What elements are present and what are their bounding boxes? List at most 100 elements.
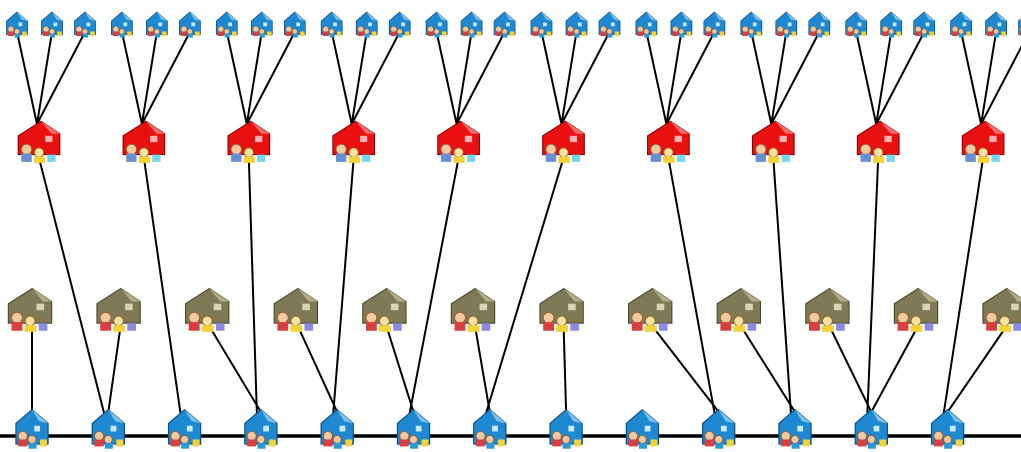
hub-backbone-link (667, 157, 716, 415)
leaf-hub-link (245, 31, 263, 125)
leaf-hub-link (245, 31, 296, 125)
leaf-house-icon (985, 11, 1007, 38)
leaf-hub-link (540, 31, 563, 125)
leaf-hub-link (750, 31, 773, 125)
aux-house-icon (96, 287, 141, 333)
backbone-house-icon (91, 409, 125, 450)
aux-house-icon (893, 287, 939, 333)
leaf-house-icon (179, 11, 201, 38)
leaf-house-icon (355, 11, 378, 38)
leaf-house-icon (111, 11, 133, 38)
backbone-house-icon (778, 409, 812, 450)
aux-house-icon (362, 287, 407, 333)
aux-house-icon (450, 287, 496, 333)
hub-house-icon (751, 120, 795, 164)
backbone-house-icon (244, 409, 278, 450)
hub-house-icon (332, 120, 376, 164)
backbone-house-icon (167, 409, 202, 450)
hub-house-icon (227, 120, 271, 164)
hub-backbone-link (142, 157, 182, 415)
leaf-hub-link (350, 31, 368, 125)
aux-backbone-link (870, 325, 919, 413)
hub-backbone-link (408, 157, 460, 415)
hub-backbone-link (942, 157, 985, 415)
leaf-house-icon (320, 11, 343, 38)
aux-backbone-link (651, 325, 720, 413)
leaf-house-icon (880, 11, 903, 38)
hub-backbone-link (332, 157, 355, 415)
leaf-house-icon (598, 11, 621, 38)
hub-house-icon (856, 120, 900, 164)
leaf-house-icon (775, 11, 798, 38)
hub-backbone-link (866, 157, 880, 415)
leaf-house-icon (493, 11, 516, 38)
links-layer (0, 31, 1021, 438)
leaf-house-icon (146, 11, 168, 38)
leaf-hub-link (141, 31, 191, 125)
hub-backbone-link (484, 157, 565, 415)
leaf-house-icon (808, 11, 831, 38)
leaf-house-icon (913, 11, 936, 38)
aux-house-icon (805, 287, 850, 333)
hub-backbone-link (772, 157, 792, 415)
leaf-house-icon (703, 11, 726, 38)
leaf-hub-link (225, 31, 248, 125)
backbone-house-icon (473, 409, 507, 450)
leaf-house-icon (41, 11, 63, 38)
leaf-hub-link (645, 31, 668, 125)
leaf-hub-link (560, 31, 611, 125)
leaf-hub-link (455, 31, 473, 125)
leaf-hub-link (120, 31, 143, 125)
aux-house-icon (273, 287, 319, 333)
aux-backbone-link (107, 325, 122, 413)
aux-backbone-link (828, 325, 873, 413)
hub-house-icon (542, 120, 585, 164)
aux-backbone-link (296, 325, 339, 413)
leaf-hub-link (560, 31, 578, 125)
backbone-house-icon (549, 409, 583, 450)
aux-house-icon (627, 287, 673, 333)
backbone-house-icon (396, 409, 431, 450)
aux-house-icon (184, 287, 230, 333)
leaf-house-icon (845, 11, 868, 38)
leaf-house-icon (6, 11, 28, 38)
leaf-hub-link (855, 31, 878, 125)
leaf-hub-link (875, 31, 893, 125)
leaf-house-icon (74, 11, 96, 38)
hub-house-icon (122, 120, 166, 164)
leaf-hub-link (140, 31, 158, 125)
aux-house-icon (716, 287, 762, 333)
leaf-hub-link (875, 31, 926, 125)
leaf-hub-link (350, 31, 401, 125)
leaf-hub-link (665, 31, 716, 125)
leaf-hub-link (16, 31, 38, 125)
leaf-hub-link (36, 31, 86, 125)
leaf-house-icon (740, 11, 763, 38)
backbone-house-icon (625, 409, 660, 450)
leaf-hub-link (36, 31, 53, 125)
backbone-house-icon (320, 409, 354, 450)
aux-backbone-link (474, 325, 491, 413)
hub-house-icon (647, 120, 690, 164)
aux-backbone-link (562, 325, 568, 413)
leaf-hub-link (770, 31, 788, 125)
leaf-house-icon (283, 11, 306, 38)
aux-backbone-link (208, 325, 262, 413)
leaf-house-icon (388, 11, 411, 38)
aux-house-icon (982, 287, 1021, 333)
hub-house-icon (17, 120, 61, 164)
backbone-house-icon (702, 409, 736, 450)
hub-backbone-link (247, 157, 258, 415)
leaf-hub-link (980, 31, 998, 125)
leaf-house-icon (215, 11, 238, 38)
leaf-house-icon (425, 11, 448, 38)
leaf-hub-link (330, 31, 353, 125)
hub-house-icon (961, 120, 1005, 164)
leaf-house-icon (565, 11, 588, 38)
aux-backbone-link (946, 325, 1008, 413)
leaf-house-icon (460, 11, 483, 38)
leaf-hub-link (435, 31, 458, 125)
leaf-hub-link (960, 31, 983, 125)
